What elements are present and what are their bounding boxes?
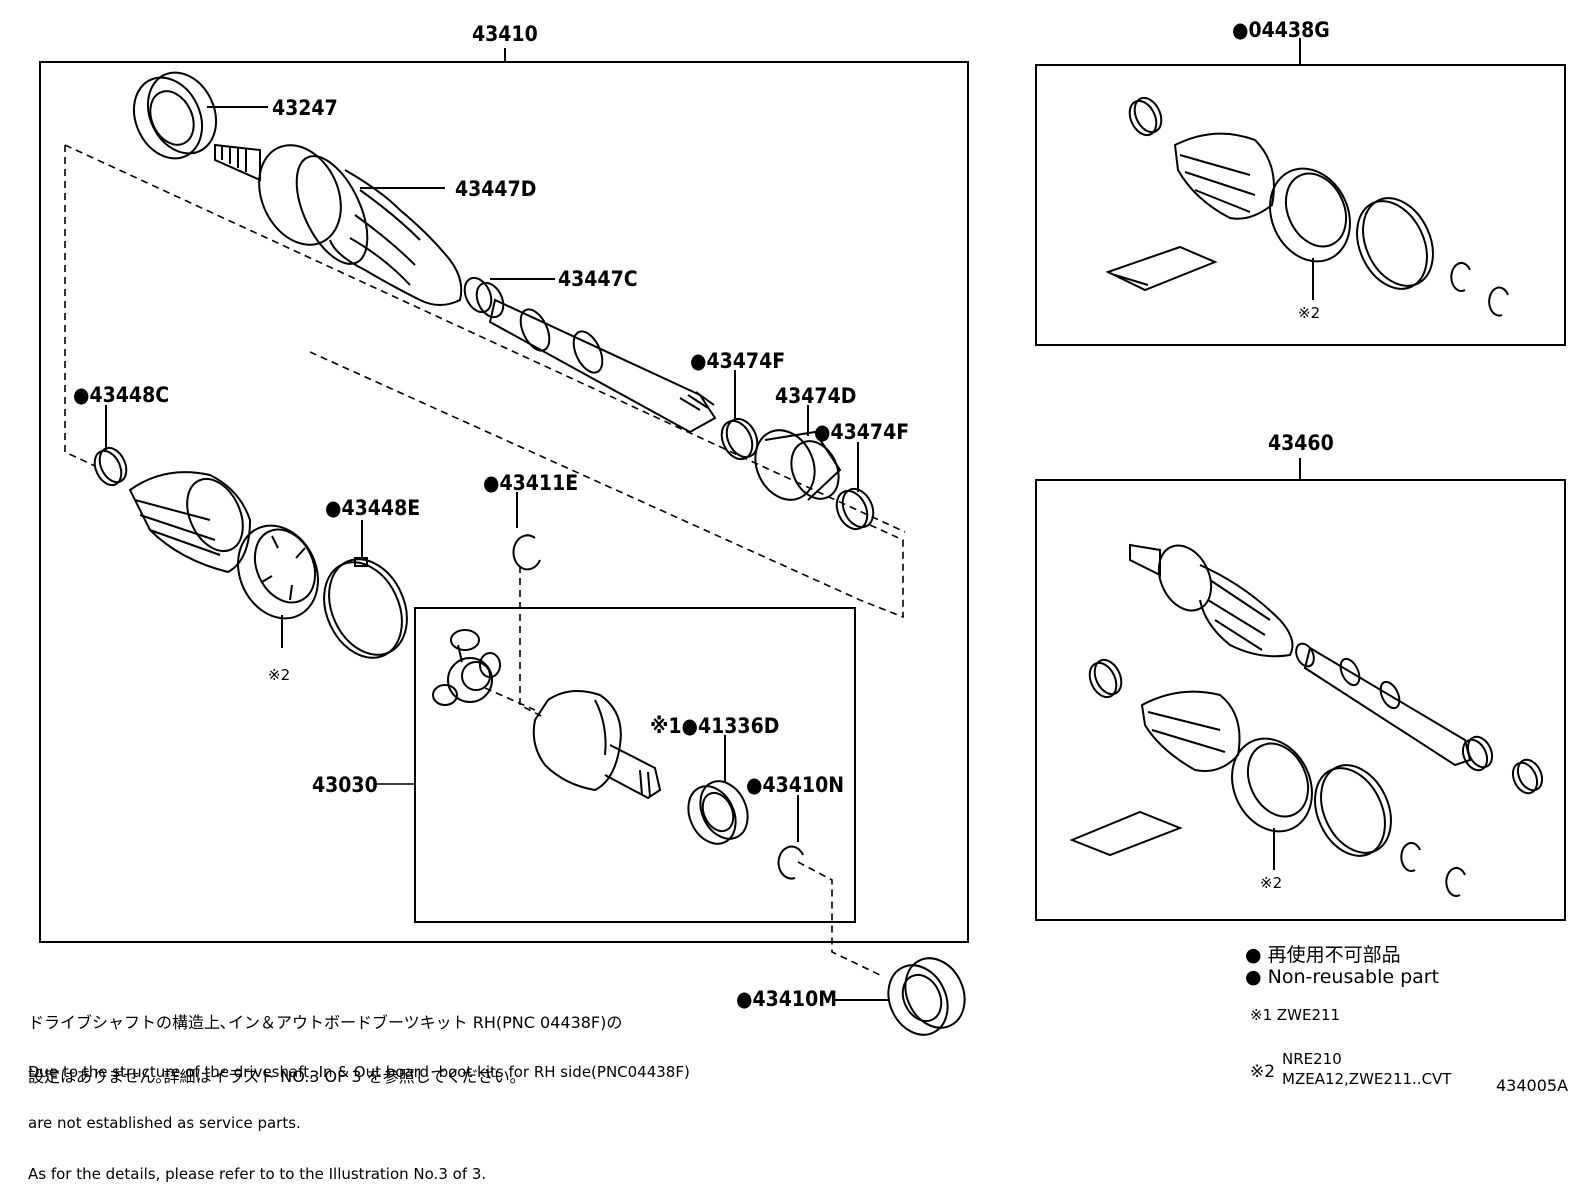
dynamic-damper-43474D	[754, 405, 842, 501]
mark2-alt: ※2	[1260, 874, 1282, 892]
label-43410: 43410	[472, 22, 538, 46]
legend-jp: ● 再使用不可部品	[1245, 944, 1401, 966]
label-41336D: ※1●41336D	[650, 714, 779, 738]
jp-note: ドライブシャフトの構造上､イン＆アウトボードブーツキット RH(PNC 0443…	[28, 978, 622, 1104]
mark2-main: ※2	[268, 666, 290, 684]
oil-seal-41336D	[687, 735, 749, 845]
dust-seal-43247	[132, 71, 268, 160]
boot-kit-parts	[1105, 96, 1509, 317]
label-43410M: ●43410M	[736, 987, 837, 1011]
boot-clamp-43448C	[93, 405, 128, 487]
inboard-boot	[128, 471, 252, 574]
label-43448C: ●43448C	[73, 383, 169, 407]
legend-note1: ※1 ZWE211	[1250, 1006, 1341, 1024]
boot-kit-frame	[1035, 64, 1566, 346]
jp-note-line1: ドライブシャフトの構造上､イン＆アウトボードブーツキット RH(PNC 0443…	[28, 1013, 623, 1032]
mark2-kit: ※2	[1298, 304, 1320, 322]
legend-en: ● Non-reusable part	[1245, 966, 1440, 988]
en-note: Due to the structure of the driveshaft, …	[28, 1030, 690, 1200]
small-clamp-43447C	[463, 276, 717, 434]
snap-ring-43474F-b	[835, 442, 875, 531]
label-43410N: ●43410N	[746, 773, 844, 797]
label-43460: 43460	[1268, 431, 1334, 455]
legend-note2-line1: NRE210	[1282, 1050, 1342, 1068]
label-43448E: ●43448E	[325, 496, 420, 520]
inboard-joint-frame	[414, 607, 856, 923]
label-43247: 43247	[272, 96, 338, 120]
alt-assembly-parts	[1069, 543, 1544, 897]
label-43474F-b: ●43474F	[814, 420, 909, 444]
label-04438G: ●04438G	[1232, 18, 1330, 42]
legend-note2-mark: ※2	[1250, 1062, 1276, 1082]
snap-ring-43410N	[777, 795, 804, 880]
snap-ring-43474F-a	[720, 370, 759, 461]
parts-diagram: 43410 ●04438G 43460 43247 43447D 43447C …	[39, 18, 1566, 1036]
en-note-line2: are not established as service parts.	[28, 1114, 301, 1132]
snap-ring-43411E	[512, 492, 541, 571]
en-note-line1: Due to the structure of the driveshaft, …	[28, 1063, 690, 1081]
outboard-boot-43447D	[214, 143, 463, 306]
tripod-joint	[432, 629, 501, 706]
label-43474D: 43474D	[775, 384, 856, 408]
label-43030: 43030	[312, 773, 378, 797]
jp-note-line2: 設定はありません｡詳細はイラスト NO.3 OF 3 を参照してください｡	[28, 1067, 518, 1086]
label-43411E: ●43411E	[483, 471, 578, 495]
dashed-guides	[64, 144, 906, 976]
label-43447C: 43447C	[558, 267, 638, 291]
label-43474F-a: ●43474F	[690, 349, 785, 373]
legend-note2-line2: MZEA12,ZWE211..CVT	[1282, 1070, 1452, 1088]
boot-clamp-43448E	[323, 520, 408, 659]
illustration-id: 434005A	[1496, 1076, 1569, 1095]
label-43447D: 43447D	[455, 177, 536, 201]
boot-seal-mark2	[237, 524, 319, 648]
en-note-line3: As for the details, please refer to to t…	[28, 1165, 487, 1183]
outer-race-43030	[532, 690, 662, 800]
seal-43410M	[832, 957, 966, 1036]
